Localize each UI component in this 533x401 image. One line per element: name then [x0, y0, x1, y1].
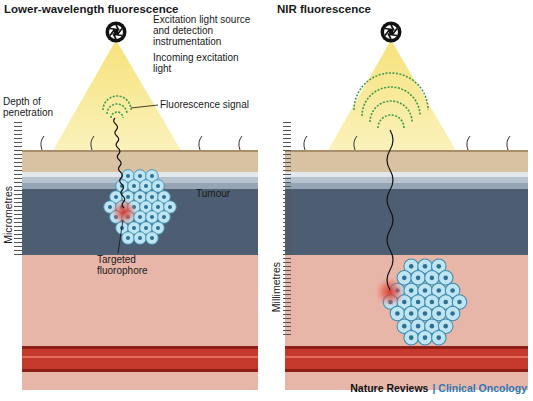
tissue-layers	[285, 136, 528, 390]
leader-line	[118, 105, 158, 253]
emission-path	[114, 118, 125, 208]
depth-ruler	[283, 122, 291, 338]
depth-scale-label: Millimetres	[271, 262, 282, 312]
fluorophore-glow	[111, 199, 137, 225]
caption-line: Nature Reviews | Clinical Oncology	[350, 382, 527, 394]
journal-name: Nature Reviews	[350, 382, 428, 394]
signal-label: Fluorescence signal	[160, 99, 249, 110]
detector-icon	[106, 22, 127, 43]
depth-ruler	[14, 122, 22, 258]
signal-waves	[103, 73, 428, 128]
journal-section: | Clinical Oncology	[432, 382, 527, 394]
tissue-layers	[22, 136, 258, 390]
beam-label: Incoming excitation light	[153, 52, 241, 74]
fluorophore-label: Targeted fluorophore	[97, 254, 157, 276]
tumour-cells	[104, 170, 177, 245]
detector-icon	[381, 22, 402, 43]
panel-title: Lower-wavelength fluorescence	[4, 3, 178, 16]
emission-path	[387, 130, 393, 290]
depth-scale-label: Micrometres	[3, 186, 14, 244]
instrument-label: Excitation light source and detection in…	[153, 14, 261, 47]
tumour-label: Tumour	[196, 188, 230, 199]
depth-label: Depth of penetration	[3, 96, 63, 118]
fluorophore-glow	[375, 277, 405, 307]
panel-title: NIR fluorescence	[277, 3, 371, 16]
